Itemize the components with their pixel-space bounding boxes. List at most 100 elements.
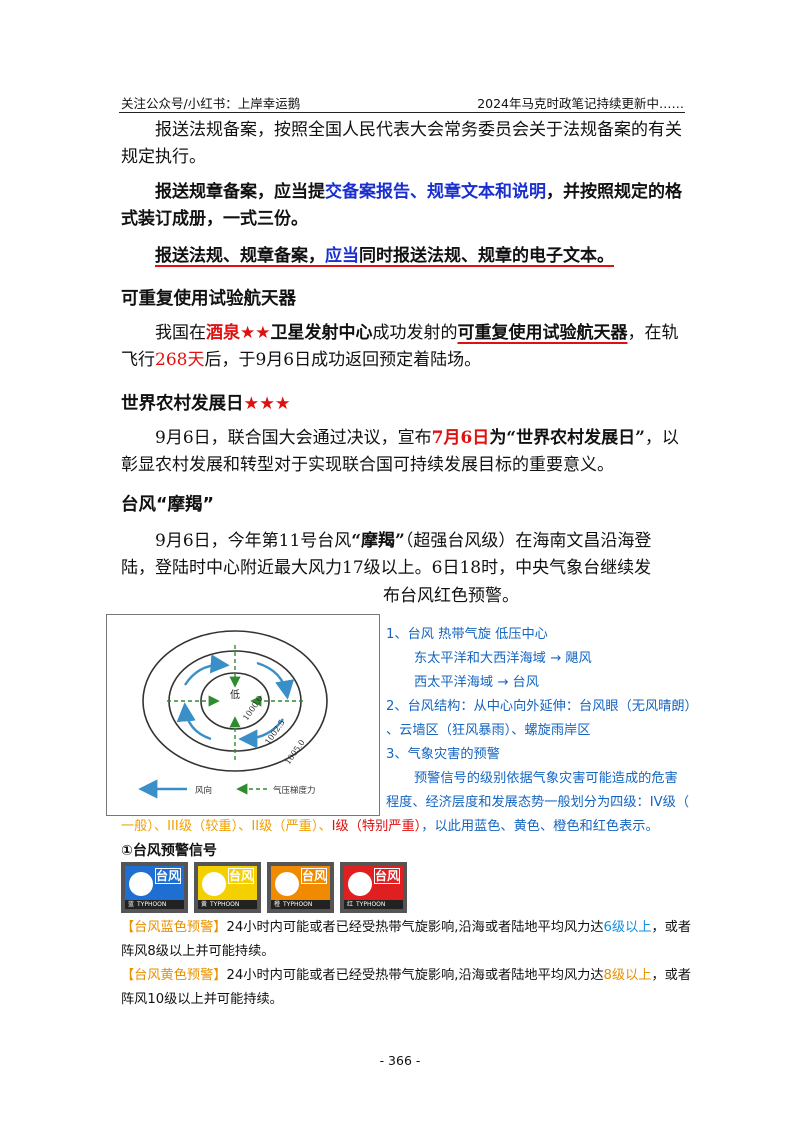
heading-spacecraft: 可重复使用试验航天器 bbox=[121, 289, 296, 309]
text: 24小时内可能或者已经受热带气旋影响,沿海或者陆地平均风力达 bbox=[226, 920, 604, 935]
badge-foot-text: TYPHOON bbox=[283, 901, 313, 908]
warning-tag: 【台风蓝色预警】 bbox=[121, 920, 227, 935]
list-line-6: 3、气象灾害的预警 bbox=[386, 747, 500, 762]
typhoon-diagram: 低 1000.0 1002.5 1005.0 风向 气压梯度力 bbox=[106, 614, 380, 816]
badge-label: 台风 bbox=[301, 868, 327, 884]
legend-wind-label: 风向 bbox=[195, 785, 212, 796]
bold-text: 卫星发射中心 bbox=[270, 323, 373, 343]
underlined-text: 报送法规、规章备案，应当同时报送法规、规章的电子文本。 bbox=[155, 246, 614, 266]
highlight-text: 8级以上 bbox=[603, 968, 652, 983]
list-line-8: 程度、经济层度和发展态势一般划分为四级：IV级（ bbox=[386, 795, 690, 810]
paragraph-rule-filing: 报送规章备案，应当提交备案报告、规章文本和说明，并按照规定的格式装订成册，一式三… bbox=[121, 179, 683, 233]
paragraph-electronic-text: 报送法规、规章备案，应当同时报送法规、规章的电子文本。 bbox=[121, 243, 683, 270]
typhoon-swirl-icon bbox=[202, 872, 226, 896]
list-line-1: 1、台风 热带气旋 低压中心 bbox=[386, 627, 548, 642]
level-text: 一般）、III级（较重）、 bbox=[121, 819, 252, 834]
text: 9月6日，联合国大会通过决议，宣布 bbox=[155, 428, 432, 448]
badge-foot-text: TYPHOON bbox=[210, 901, 240, 908]
highlight-text: 酒泉 bbox=[206, 323, 240, 343]
list-line-3: 西太平洋海域 → 台风 bbox=[414, 675, 539, 690]
badge-level: 红 bbox=[346, 901, 353, 908]
highlight-text: 交备案报告、规章文本和说明 bbox=[325, 182, 546, 202]
level-text: II级（严重）、 bbox=[251, 819, 332, 834]
blue-warning-line-1: 【台风蓝色预警】24小时内可能或者已经受热带气旋影响,沿海或者陆地平均风力达6级… bbox=[121, 916, 691, 940]
underlined-text: 可重复使用试验航天器 bbox=[457, 323, 628, 343]
badge-foot-text: TYPHOON bbox=[137, 901, 167, 908]
blue-warning-line-2: 阵风8级以上并可能持续。 bbox=[121, 944, 275, 959]
highlight-text: 应当 bbox=[325, 246, 359, 266]
badge-label: 台风 bbox=[374, 868, 400, 884]
header-left: 关注公众号/小红书：上岸幸运鹅 bbox=[121, 96, 301, 111]
star-icon: ★★ bbox=[240, 323, 271, 343]
paragraph-typhoon-end: 布台风红色预警。 bbox=[383, 586, 519, 606]
list-line-2: 东太平洋和大西洋海域 → 飓风 bbox=[414, 651, 592, 666]
typhoon-swirl-icon bbox=[129, 872, 153, 896]
text: ，以彰显农村发展和转型对于实现联合国可持续发展目标的重要意义。 bbox=[121, 428, 679, 475]
bold-text: “摩羯” bbox=[351, 531, 405, 551]
level-text: I级（特别严重） bbox=[331, 819, 422, 834]
badge-label: 台风 bbox=[155, 868, 181, 884]
text: ，并按照规定的格式装订成册，一式三份。 bbox=[121, 182, 682, 229]
paragraph-regulation-filing: 报送法规备案，按照全国人民代表大会常务委员会关于法规备案的有关规定执行。 bbox=[121, 120, 682, 167]
badge-level: 蓝 bbox=[127, 901, 134, 908]
legend-pressure-label: 气压梯度力 bbox=[273, 785, 316, 796]
text: 同时报送法规、规章的电子文本。 bbox=[359, 246, 614, 266]
badge-level: 黄 bbox=[200, 901, 207, 908]
list-line-7: 预警信号的级别依据气象灾害可能造成的危害 bbox=[414, 771, 678, 786]
wind-arrow bbox=[183, 654, 230, 686]
text: （超强台风级）在海南文昌沿海登陆，登陆时中心附近最大风力17级以上。6日18时，… bbox=[121, 531, 652, 578]
header-rule bbox=[119, 112, 685, 113]
yellow-warning-line-1: 【台风黄色预警】24小时内可能或者已经受热带气旋影响,沿海或者陆地平均风力达8级… bbox=[121, 964, 691, 988]
paragraph-rural-day: 9月6日，联合国大会通过决议，宣布7月6日为“世界农村发展日”，以彰显农村发展和… bbox=[121, 425, 683, 479]
wind-arrow bbox=[238, 718, 284, 749]
isobar-label-2: 1002.5 bbox=[263, 718, 286, 746]
text: 报送法规、规章备案， bbox=[155, 246, 325, 266]
list-line-4: 2、台风结构：从中心向外延伸：台风眼（无风晴朗） bbox=[386, 699, 698, 714]
typhoon-swirl-icon bbox=[275, 872, 299, 896]
text: ，在轨飞行 bbox=[121, 323, 679, 370]
paragraph-spacecraft: 我国在酒泉★★卫星发射中心成功发射的可重复使用试验航天器，在轨飞行268天后，于… bbox=[121, 320, 683, 374]
heading-text: 世界农村发展日 bbox=[121, 394, 244, 414]
text: ，以此用蓝色、黄色、橙色和红色表示。 bbox=[421, 819, 659, 834]
badge-foot-text: TYPHOON bbox=[356, 901, 386, 908]
isobar-outer bbox=[142, 630, 328, 772]
badge-level: 橙 bbox=[273, 901, 280, 908]
isobar-label-3: 1005.0 bbox=[283, 738, 306, 766]
heading-rural-day: 世界农村发展日★★★ bbox=[121, 390, 291, 415]
text: 报送规章备案，应当提 bbox=[155, 182, 325, 202]
typhoon-swirl-icon bbox=[348, 872, 372, 896]
highlight-text: 6级以上 bbox=[603, 920, 652, 935]
list-line-5: 、云墙区（狂风暴雨）、螺旋雨岸区 bbox=[386, 723, 591, 738]
signals-title: ①台风预警信号 bbox=[121, 843, 217, 859]
text: ，或者 bbox=[651, 920, 692, 935]
badge-label: 台风 bbox=[228, 868, 254, 884]
yellow-warning-line-2: 阵风10级以上并可能持续。 bbox=[121, 992, 283, 1007]
bold-text: 为“世界农村发展日” bbox=[489, 428, 645, 448]
star-icon: ★★★ bbox=[243, 394, 291, 414]
paragraph-typhoon: 9月6日，今年第11号台风“摩羯”（超强台风级）在海南文昌沿海登陆，登陆时中心附… bbox=[121, 528, 683, 582]
warning-tag: 【台风黄色预警】 bbox=[121, 968, 227, 983]
highlight-text: 268天 bbox=[155, 350, 205, 370]
typhoon-diagram-svg: 低 1000.0 1002.5 1005.0 风向 气压梯度力 bbox=[138, 630, 328, 799]
page-number: - 366 - bbox=[379, 1053, 421, 1068]
text: ，或者 bbox=[651, 968, 692, 983]
highlight-text: 7月6日 bbox=[431, 428, 490, 448]
low-pressure-label: 低 bbox=[230, 688, 240, 701]
text: 我国在 bbox=[155, 323, 206, 343]
header-right: 2024年马克时政笔记持续更新中…… bbox=[477, 96, 684, 111]
text: 后，于9月6日成功返回预定着陆场。 bbox=[204, 350, 482, 370]
text: 成功发射的 bbox=[372, 323, 458, 343]
text: 9月6日，今年第11号台风 bbox=[155, 531, 352, 551]
